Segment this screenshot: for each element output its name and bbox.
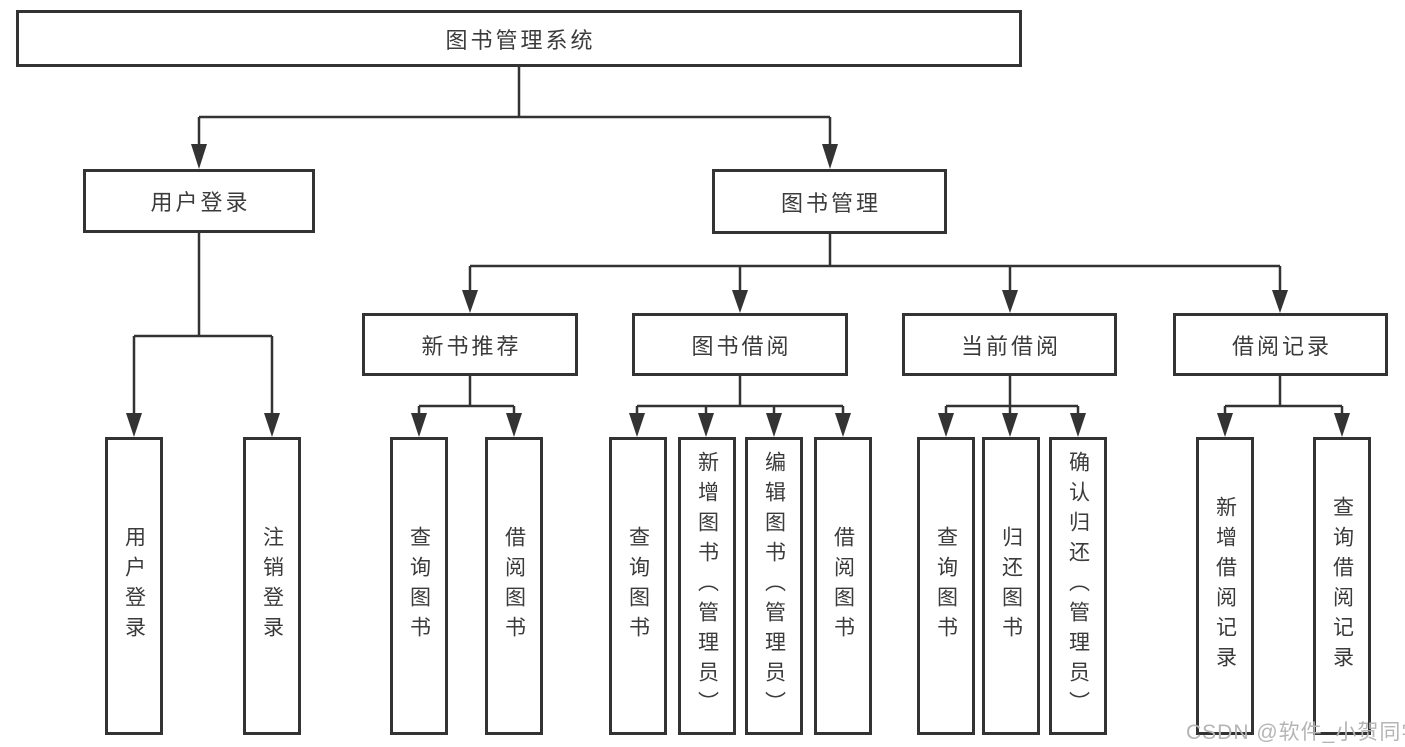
leaf-user-login: 用户登录 <box>105 437 163 735</box>
node-label: 借阅图书 <box>502 526 526 646</box>
leaf-borrow-books-borrowing: 借阅图书 <box>814 437 872 735</box>
node-label: 查询图书 <box>934 526 958 646</box>
csdn-watermark: CSDN @软件_小贺同学 <box>1186 721 1405 744</box>
node-label: 编辑图书（管理员） <box>762 451 786 721</box>
node-label: 图书借阅 <box>691 333 792 359</box>
node-label: 新书推荐 <box>421 333 522 359</box>
node-label: 图书管理系统 <box>445 27 596 53</box>
leaf-edit-books-admin: 编辑图书（管理员） <box>745 437 803 735</box>
leaf-confirm-return-admin: 确认归还（管理员） <box>1049 437 1107 735</box>
arrowheads <box>126 144 1350 437</box>
node-library-management-system: 图书管理系统 <box>16 10 1022 67</box>
leaf-return-books: 归还图书 <box>982 437 1040 735</box>
node-label: 确认归还（管理员） <box>1066 451 1090 721</box>
node-label: 归还图书 <box>999 526 1023 646</box>
node-label: 新增借阅记录 <box>1213 496 1237 676</box>
node-label: 借阅图书 <box>831 526 855 646</box>
node-label: 借阅记录 <box>1231 333 1332 359</box>
node-book-management: 图书管理 <box>712 169 947 234</box>
node-label: 当前借阅 <box>960 333 1061 359</box>
node-label: 图书管理 <box>780 190 881 216</box>
node-label: 查询图书 <box>626 526 650 646</box>
node-label: 注销登录 <box>260 526 284 646</box>
node-current-borrowing: 当前借阅 <box>902 313 1117 376</box>
leaf-query-books-borrowing: 查询图书 <box>609 437 667 735</box>
node-label: 用户登录 <box>150 190 251 215</box>
node-user-login: 用户登录 <box>83 169 315 233</box>
leaf-borrow-books-recommend: 借阅图书 <box>485 437 543 735</box>
leaf-query-books-current: 查询图书 <box>917 437 975 735</box>
node-book-borrowing: 图书借阅 <box>632 313 848 376</box>
node-new-book-recommendation: 新书推荐 <box>362 313 578 376</box>
leaf-query-books-recommend: 查询图书 <box>390 437 448 735</box>
node-label: 新增图书（管理员） <box>695 451 719 721</box>
node-label: 查询图书 <box>407 526 431 646</box>
leaf-logout-login: 注销登录 <box>243 437 301 735</box>
leaf-add-borrow-record: 新增借阅记录 <box>1196 437 1254 735</box>
node-label: 查询借阅记录 <box>1330 496 1354 676</box>
node-label: 用户登录 <box>122 526 146 646</box>
node-borrowing-records: 借阅记录 <box>1173 313 1388 376</box>
leaf-query-borrow-record: 查询借阅记录 <box>1313 437 1371 735</box>
leaf-add-books-admin: 新增图书（管理员） <box>678 437 736 735</box>
